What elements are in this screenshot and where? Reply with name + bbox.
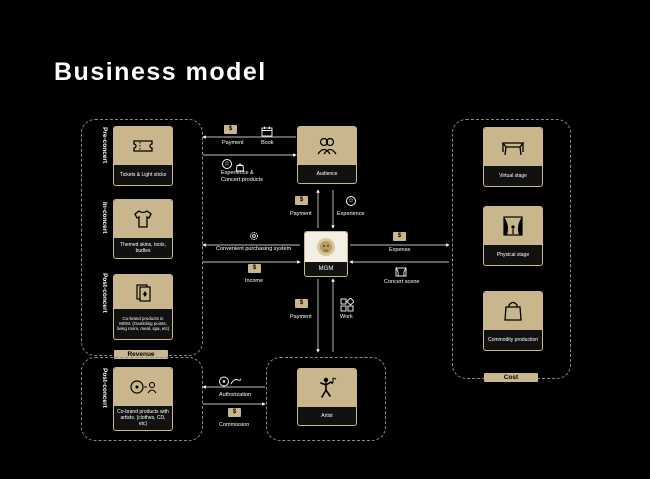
payment-mid-label: Payment [290,314,312,320]
shopping-bag-icon [484,292,542,330]
payment-top-icon: $ [224,125,237,134]
expense-icon: $ [393,232,406,241]
tickets-card: Tickets & Light sticks [113,126,173,186]
audience-card: Audience [297,126,357,184]
smile-icon: ☺ [222,159,232,169]
gear-icon [248,229,260,247]
themed-card: Themed skins, tools, budles [113,199,173,259]
audience-icon [298,127,356,165]
virtual-stage-caption: Virtual stage [499,173,527,179]
experience-smile-icon: ☺ [346,196,356,206]
curtain-stage-icon [484,207,542,245]
work-label: Work [340,314,353,320]
stage-table-icon [484,128,542,166]
virtual-stage-card: Virtual stage [483,127,543,187]
artist-group [266,357,386,441]
tshirt-icon [114,200,172,238]
cards-icon [114,275,172,309]
payment-top-label: Payment [222,140,244,146]
mgm-card: MGM [304,231,348,277]
tickets-caption: Tickets & Light sticks [119,172,167,178]
audience-caption: Audience [316,171,338,177]
themed-caption: Themed skins, tools, budles [120,242,166,254]
dancer-icon [298,369,356,407]
convenient-label: Convenient purchasing system [216,246,292,252]
book-label: Book [261,140,274,146]
payment-left-label: Payment [290,211,312,217]
calendar-icon [261,124,273,142]
expense-label: Expense [389,247,411,253]
cobrand-artists-caption: Co-brand products with artists. (clothes… [117,409,169,427]
bag-icon [235,159,245,177]
income-icon: $ [248,264,261,273]
ticket-icon [114,127,172,165]
scene-icon [395,265,407,283]
cd-person-icon [114,368,172,406]
experience-label: Experience [337,211,365,217]
mgm-lion-logo [305,232,347,262]
cobrand-mgm-card: Co-brand products in MGM. (Gambling poin… [113,274,173,340]
commodity-caption: Commodity production [487,337,539,343]
cost-label: Cost [484,373,538,382]
commission-label: Commission [219,422,250,428]
cobrand-artists-card: Co-brand products with artists. (clothes… [113,367,173,431]
mgm-caption: MGM [318,266,334,272]
payment-left-icon: $ [295,196,308,205]
commission-icon: $ [228,408,241,417]
authorization-label: Authorization [219,392,252,398]
work-icon [340,297,355,317]
revenue-label: Revenue [114,350,168,359]
cobrand-mgm-caption: Co-brand products in MGM. (Gambling poin… [116,315,170,332]
physical-stage-card: Physical stage [483,206,543,266]
artist-card: Artist [297,368,357,426]
income-label: Income [245,278,264,284]
page-title: Business model [54,58,267,86]
authorization-icon [219,374,243,392]
post-concert-group [81,357,203,441]
payment-mid-icon: $ [295,299,308,308]
physical-stage-caption: Physical stage [496,252,530,258]
commodity-card: Commodity production [483,291,543,351]
artist-caption: Artist [321,413,333,419]
concert-scene-label: Concert scene [384,279,420,285]
experience-concert-label: Experience & Concert products [221,170,263,183]
